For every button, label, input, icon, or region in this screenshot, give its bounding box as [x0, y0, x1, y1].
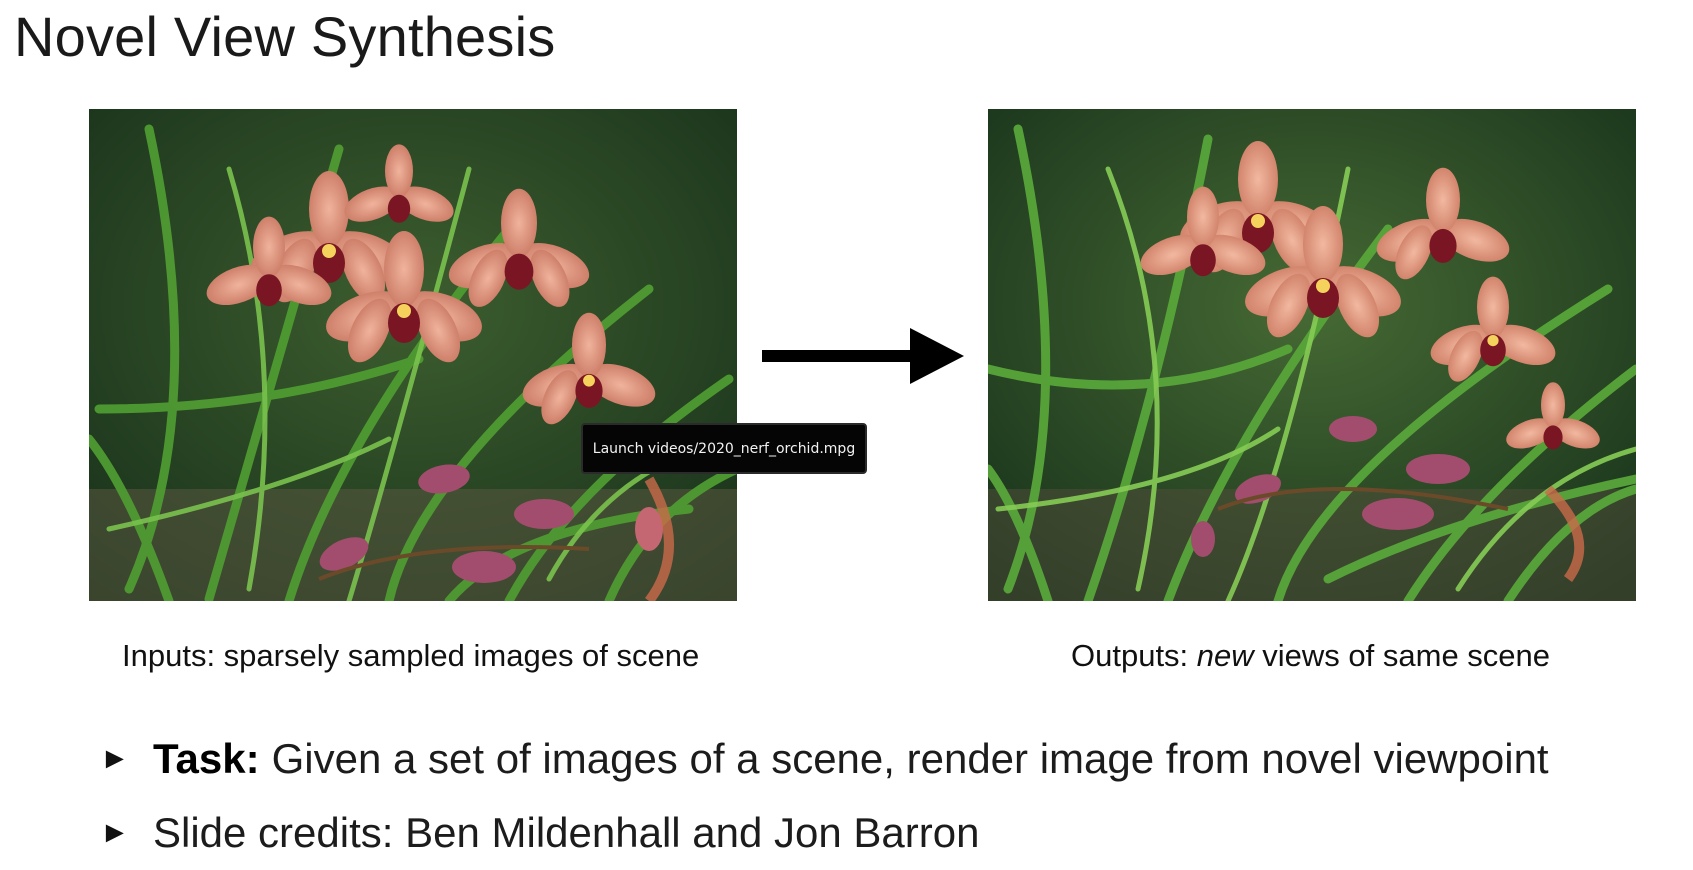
bullet-credits-text: Slide credits: Ben Mildenhall and Jon Ba… — [153, 809, 980, 856]
orchid-photo-illustration — [988, 109, 1636, 601]
output-orchid-image[interactable] — [988, 109, 1636, 601]
triangle-bullet-icon: ► — [100, 742, 130, 775]
outputs-caption: Outputs: new views of same scene — [1071, 638, 1550, 674]
orchid-flower-cluster — [206, 144, 656, 425]
orchid-buds — [1191, 416, 1470, 557]
bullet-task-text: Given a set of images of a scene, render… — [271, 735, 1549, 782]
bullet-list: ► Task: Given a set of images of a scene… — [100, 722, 1549, 870]
orchid-photo-illustration — [89, 109, 737, 601]
orchid-flower-cluster — [1140, 141, 1600, 450]
bullet-task-label: Task: — [153, 735, 260, 782]
bullet-credits: ► Slide credits: Ben Mildenhall and Jon … — [100, 796, 1549, 870]
launch-video-tooltip[interactable]: Launch videos/2020_nerf_orchid.mpg — [581, 423, 867, 474]
outputs-caption-emphasis: new — [1196, 638, 1254, 673]
bullet-task: ► Task: Given a set of images of a scene… — [100, 722, 1549, 796]
inputs-caption: Inputs: sparsely sampled images of scene — [122, 638, 700, 673]
orchid-buds — [319, 464, 663, 583]
triangle-bullet-icon: ► — [100, 816, 130, 849]
slide-title: Novel View Synthesis — [14, 5, 556, 68]
right-arrow-icon — [762, 328, 964, 384]
outputs-caption-suffix: views of same scene — [1253, 638, 1551, 673]
outputs-caption-prefix: Outputs: — [1071, 638, 1197, 673]
input-orchid-image[interactable] — [89, 109, 737, 601]
